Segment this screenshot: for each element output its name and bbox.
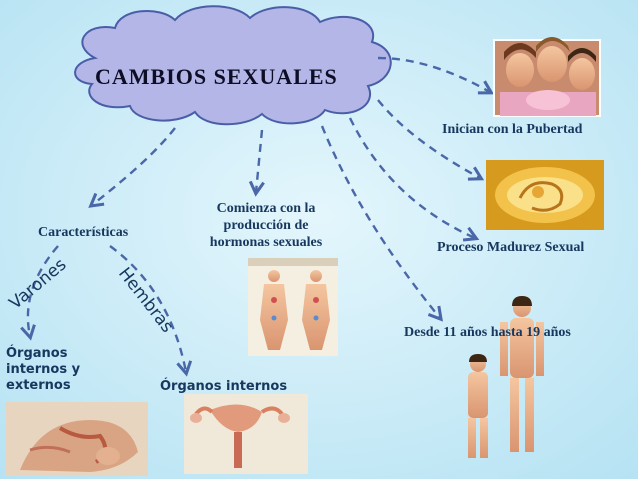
label-hormonas-line2: producción de (223, 218, 309, 233)
label-edad: Desde 11 años hasta 19 años (404, 325, 571, 340)
arrow-to-hormonas (248, 129, 265, 197)
arrow-to-hembras (109, 245, 193, 377)
label-caracteristicas: Características (38, 225, 129, 240)
hormones-diagram-photo (248, 258, 338, 356)
connector-arrows (20, 56, 495, 377)
title-cloud (74, 5, 392, 126)
female-organs-photo (184, 394, 308, 474)
arrow-to-madurez (377, 99, 485, 181)
label-organos-varones-line2: internos y (6, 362, 81, 377)
label-organos-varones: Órganos internos y externos (6, 346, 80, 394)
arrow-to-pubertad (377, 56, 495, 95)
label-hormonas-line1: Comienza con la (216, 201, 316, 216)
label-hormonas-line3: hormonas sexuales (209, 235, 323, 250)
arrow-to-madurez-label (348, 117, 480, 242)
label-organos-varones-line1: Órganos (6, 346, 68, 361)
fetus-photo (486, 160, 604, 230)
arrow-to-varones (20, 245, 59, 341)
label-pubertad: Inician con la Pubertad (442, 122, 583, 137)
label-organos-varones-line3: externos (6, 378, 71, 393)
girls-photo (493, 37, 601, 117)
arrow-to-caracteristicas (88, 127, 176, 208)
label-madurez: Proceso Madurez Sexual (437, 240, 585, 255)
label-organos-hembras: Órganos internos (160, 379, 288, 394)
main-title: CAMBIOS SEXUALES (95, 64, 338, 89)
male-organs-photo (6, 402, 148, 476)
boys-photo (468, 296, 544, 458)
label-hormonas: Comienza con la producción de hormonas s… (195, 200, 337, 251)
